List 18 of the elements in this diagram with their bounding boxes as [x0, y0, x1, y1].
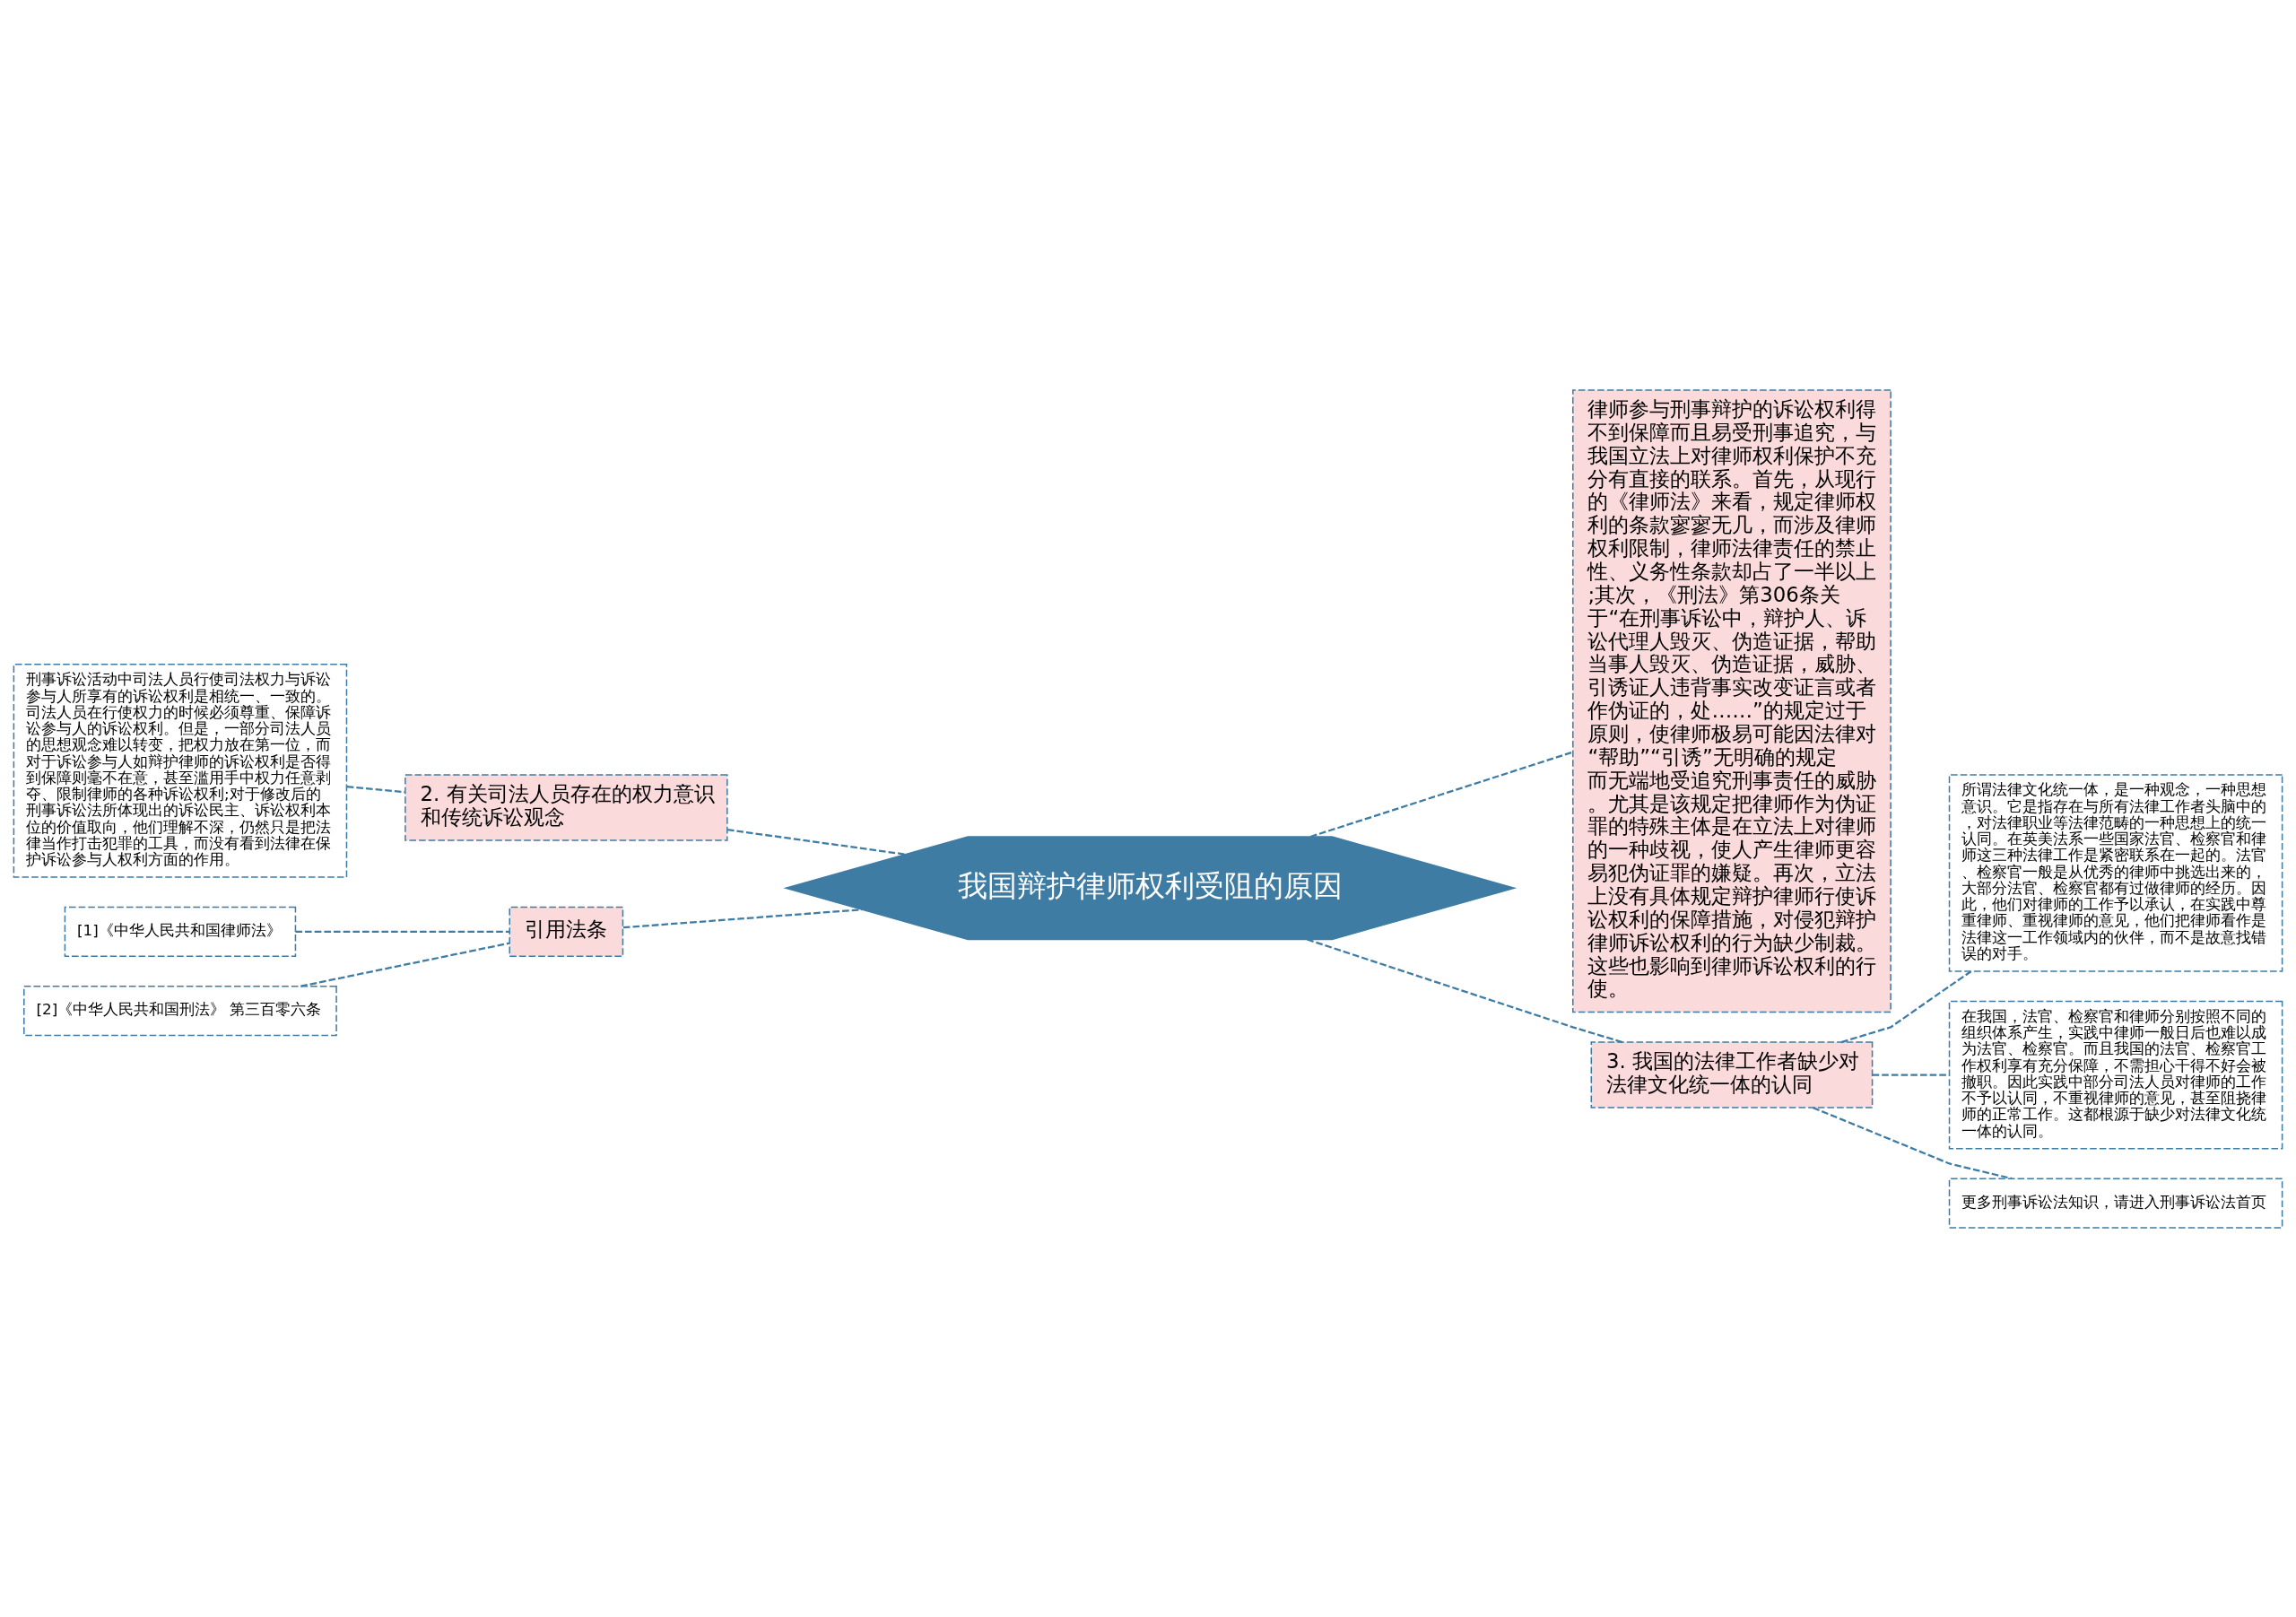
- node-box: [1]《中华人民共和国律师法》: [64, 906, 297, 957]
- connector: [295, 930, 510, 933]
- node-box: 刑事诉讼活动中司法人员行使司法权力与诉讼参与人所享有的诉讼权利是相统一、一致的。司法人员在行使权力的时候必须尊重、保障诉讼参与人的诉讼权利。但是，一部分司法人员的思想观念难以转变，把权力放在第一位，而对于诉讼参与人如辩护律师的诉讼权利是否得到保障则毫不在意，甚至滥用手中权力任意剥夺、限制律师的各种诉讼权利;对于修改后的刑事诉讼法所体现出的诉讼民主、诉讼权利本位的价值取向，他们理解不深，仍然只是把法律当作打击犯罪的工具，而没有看到法律在保护诉讼参与人权利方面的作用。: [13, 663, 348, 878]
- node-box: 在我国，法官、检察官和律师分别按照不同的组织体系产生，实践中律师一般日后也难以成为法官、检察官。而且我国的法官、检察官工作权利享有充分保障，不需担心干得不好会被撤职。因此实践中部分司法人员对律师的工作不予以认同，不重视律师的意见，甚至阻挠律师的正常工作。这都根源于缺少对法律文化统一体的认同。: [1948, 1000, 2283, 1149]
- node-box: 引用法条: [509, 906, 624, 957]
- connector: [1307, 937, 1623, 1043]
- node-box: [2]《中华人民共和国刑法》 第三百零六条: [23, 985, 337, 1036]
- connector: [300, 942, 510, 987]
- connector: [1840, 969, 1972, 1043]
- connector: [346, 785, 405, 793]
- connector: [727, 828, 906, 856]
- node-box: 3. 我国的法律工作者缺少对法律文化统一体的认同: [1590, 1040, 1874, 1108]
- connector: [1309, 751, 1573, 838]
- node-box: 2. 有关司法人员存在的权力意识和传统诉讼观念: [404, 773, 728, 841]
- node-box: 更多刑事诉讼法知识，请进入刑事诉讼法首页: [1948, 1177, 2283, 1229]
- connector: [622, 908, 863, 928]
- node-box: 律师参与刑事辩护的诉讼权利得不到保障而且易受刑事追究，与我国立法上对律师权利保护不充分有直接的联系。首先，从现行的《律师法》来看，规定律师权利的条款寥寥无几，而涉及律师权利限制，律师法律责任的禁止性、义务性条款却占了一半以上;其次，《刑法》第306条关于“在刑事诉讼中，辩护人、诉讼代理人毁灭、伪造证据，帮助当事人毁灭、伪造证据，威胁、引诱证人违背事实改变证言或者作伪证的，处……”的规定过于原则，使律师极易可能因法律对“帮助”“引诱”无明确的规定而无端地受追究刑事责任的威胁。尤其是该规定把律师作为伪证罪的特殊主体是在立法上对律师的一种歧视，使人产生律师更容易犯伪证罪的嫌疑。再次，立法上没有具体规定辩护律师行使诉讼权利的保障措施，对侵犯辩护律师诉讼权利的行为缺少制裁。这些也影响到律师诉讼权利的行使。: [1572, 388, 1892, 1013]
- node-box: 所谓法律文化统一体，是一种观念，一种思想意识。它是指存在与所有法律工作者头脑中的，对法律职业等法律范畴的一种思想上的统一认同。在英美法系一些国家法官、检察官和律师这三种法律工作是紧密联系在一起的。法官、检察官一般是从优秀的律师中挑选出来的，大部分法官、检察官都有过做律师的经历。因此，他们对律师的工作予以承认，在实践中尊重律师、重视律师的意见，他们把律师看作是法律这一工作领域内的伙伴，而不是故意找错误的对手。: [1948, 773, 2283, 972]
